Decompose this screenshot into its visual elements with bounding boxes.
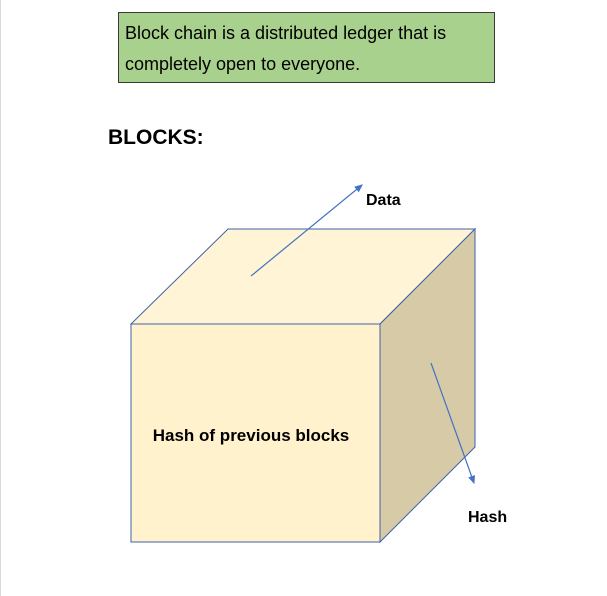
data-label: Data	[366, 192, 401, 209]
hash-label: Hash	[468, 509, 507, 526]
page-left-border	[0, 0, 1, 596]
hash-arrow	[430, 362, 475, 485]
callout-line-1: Block chain is a distributed ledger that…	[125, 23, 447, 43]
front-face-label: Hash of previous blocks	[153, 426, 350, 445]
cube-front-face	[130, 323, 381, 543]
callout-line-2: completely open to everyone.	[125, 54, 361, 74]
definition-callout: Block chain is a distributed ledger that…	[118, 12, 495, 83]
data-arrow	[250, 184, 363, 277]
blocks-heading: BLOCKS:	[108, 126, 204, 149]
